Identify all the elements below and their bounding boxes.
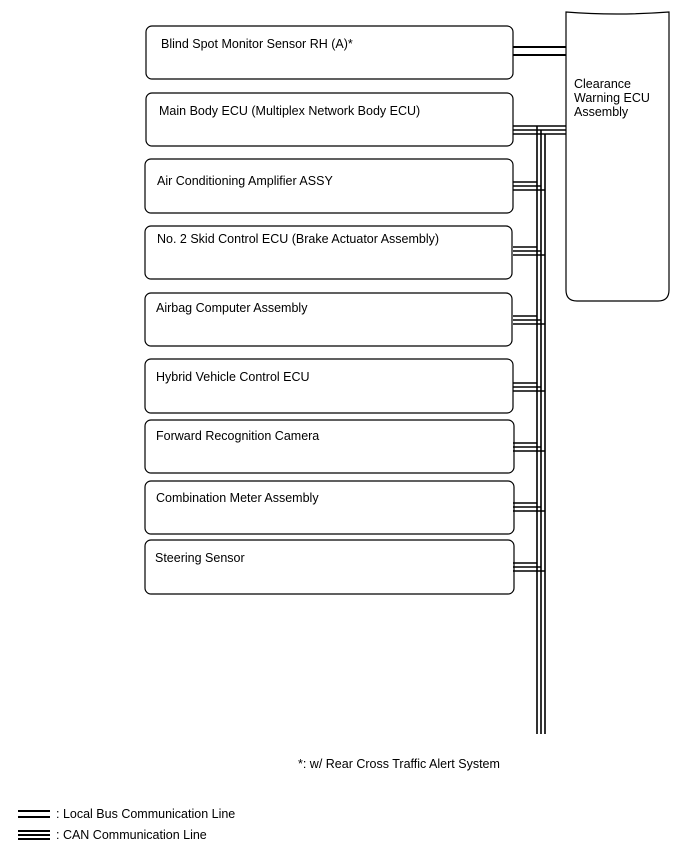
- clearance-warning-ecu-label: Clearance Warning ECU Assembly: [574, 77, 674, 119]
- box-label-blind-spot-monitor: Blind Spot Monitor Sensor RH (A)*: [161, 37, 353, 51]
- box-label-forward-recognition-camera: Forward Recognition Camera: [156, 429, 320, 443]
- legend-local-bus: : Local Bus Communication Line: [18, 806, 235, 821]
- box-main-body-ecu: [145, 92, 514, 147]
- ecu-label-line-3: Assembly: [574, 105, 629, 119]
- box-label-air-conditioning-amplifier: Air Conditioning Amplifier ASSY: [157, 174, 333, 188]
- ecu-label-line-2: Warning ECU: [574, 91, 650, 105]
- box-label-airbag-computer: Airbag Computer Assembly: [156, 301, 308, 315]
- box-steering-sensor: [144, 539, 515, 595]
- clearance-warning-ecu-box: [565, 11, 670, 302]
- can-line-3: [513, 133, 566, 734]
- box-skid-control-ecu: [144, 225, 513, 280]
- box-label-main-body-ecu: Main Body ECU (Multiplex Network Body EC…: [159, 104, 421, 118]
- box-label-combination-meter: Combination Meter Assembly: [156, 491, 319, 505]
- box-hybrid-vehicle-control-ecu: [144, 358, 514, 414]
- ecu-label-line-1: Clearance: [574, 77, 631, 91]
- box-combination-meter: [144, 480, 515, 535]
- box-label-skid-control-ecu: No. 2 Skid Control ECU (Brake Actuator A…: [157, 232, 440, 246]
- box-label-steering-sensor: Steering Sensor: [155, 551, 245, 565]
- box-blind-spot-monitor: [145, 25, 514, 80]
- local-bus-line-symbol: [18, 809, 50, 819]
- legend-local-bus-label: : Local Bus Communication Line: [56, 806, 236, 821]
- legend-can-label: : CAN Communication Line: [56, 827, 207, 842]
- box-airbag-computer: [144, 292, 513, 347]
- box-label-hybrid-vehicle-control-ecu: Hybrid Vehicle Control ECU: [156, 370, 310, 384]
- box-forward-recognition-camera: [144, 419, 515, 474]
- legend-can: : CAN Communication Line: [18, 827, 207, 842]
- can-line-symbol: [18, 829, 50, 840]
- footnote: *: w/ Rear Cross Traffic Alert System: [298, 757, 500, 771]
- can-line-1: [513, 125, 566, 734]
- can-line-2: [513, 129, 566, 734]
